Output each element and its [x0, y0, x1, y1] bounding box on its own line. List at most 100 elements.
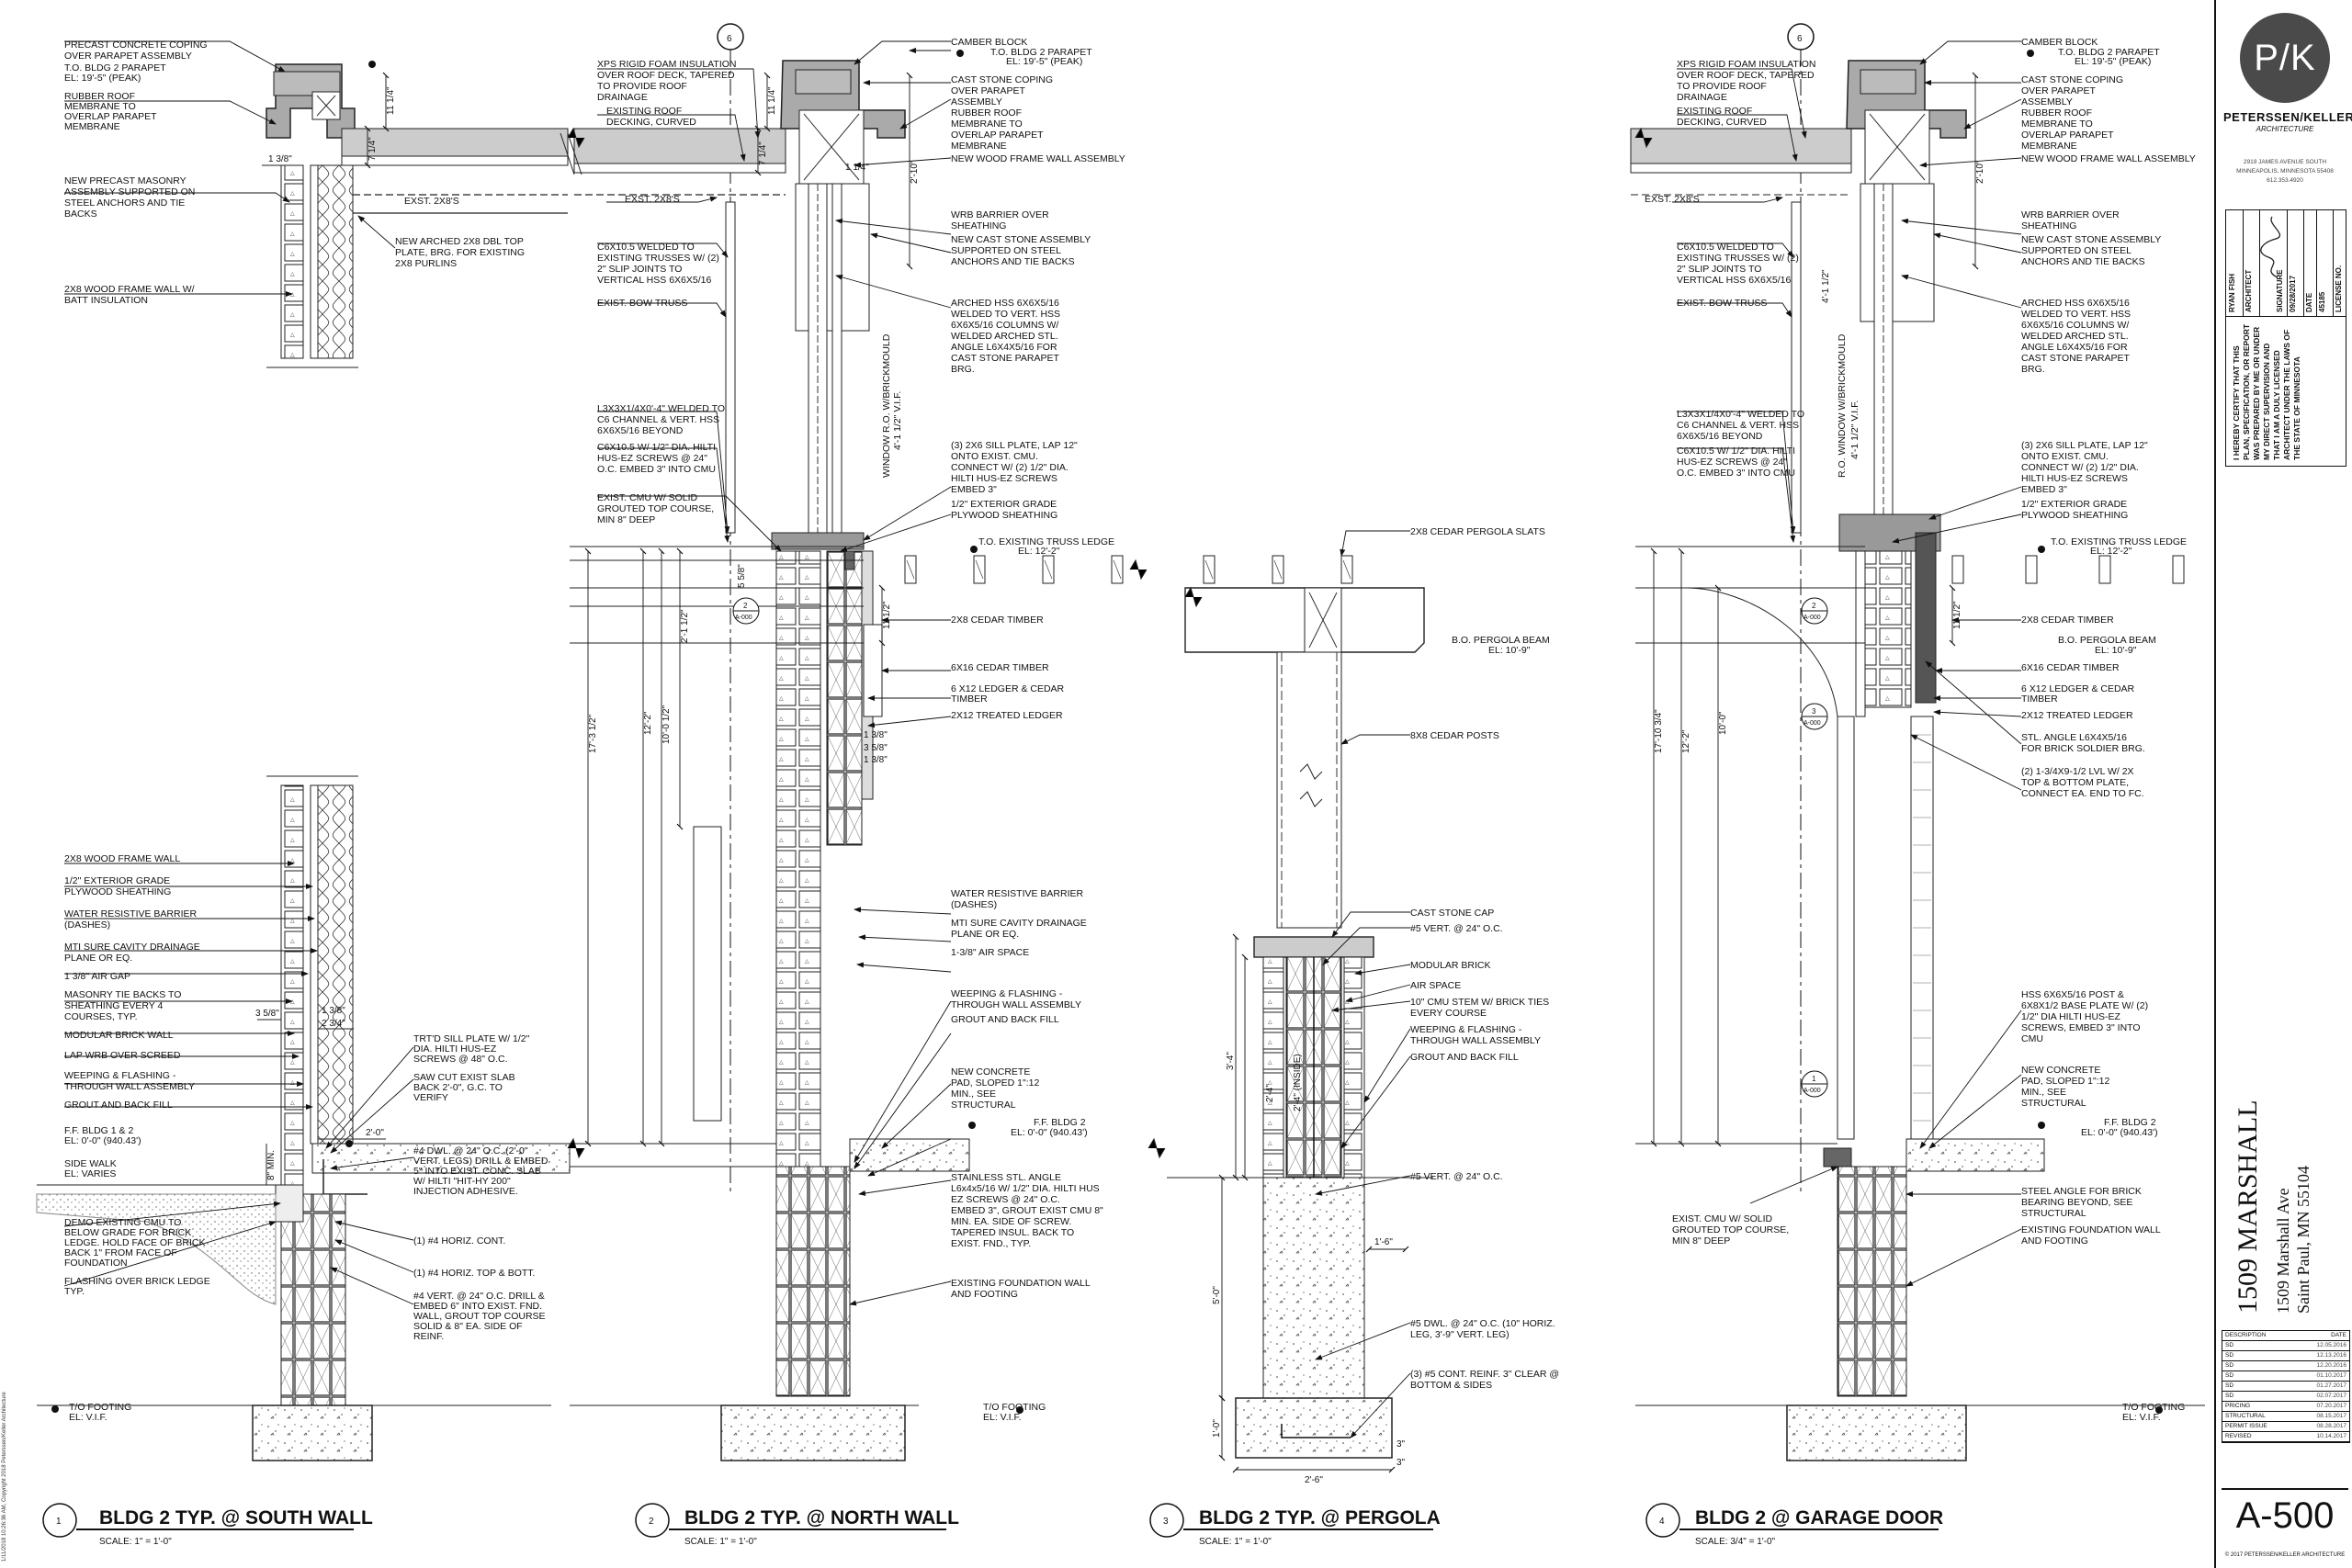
svg-text:WALL, GROUT TOP COURSE: WALL, GROUT TOP COURSE	[413, 1311, 546, 1322]
project-address-line: Saint Paul, MN 55104	[2294, 1165, 2312, 1314]
svg-text:ARCHED HSS 6X6X5/16: ARCHED HSS 6X6X5/16	[2021, 298, 2130, 309]
svg-text:INJECTION ADHESIVE.: INJECTION ADHESIVE.	[413, 1186, 518, 1197]
svg-text:2'-10": 2'-10"	[910, 160, 920, 184]
svg-text:EL: 19'-5" (PEAK): EL: 19'-5" (PEAK)	[64, 73, 141, 84]
svg-text:MEMBRANE: MEMBRANE	[2021, 141, 2077, 152]
svg-text:(2) 1-3/4X9-1/2 LVL W/ 2X: (2) 1-3/4X9-1/2 LVL W/ 2X	[2021, 766, 2134, 777]
svg-text:FOUNDATION: FOUNDATION	[64, 1258, 128, 1269]
firm-subtitle: ARCHITECTURE	[2256, 125, 2314, 133]
svg-text:EMBED 3": EMBED 3"	[951, 484, 997, 495]
svg-text:ANGLE L6X4X5/16 FOR: ANGLE L6X4X5/16 FOR	[951, 342, 1057, 353]
svg-text:WEEPING & FLASHING -: WEEPING & FLASHING -	[1410, 1024, 1522, 1035]
svg-text:FLASHING OVER BRICK LEDGE: FLASHING OVER BRICK LEDGE	[64, 1276, 210, 1287]
copyright: © 2017 PETERSSEN/KELLER ARCHITECTURE	[2224, 1552, 2346, 1558]
svg-text:TAPERED INSUL. BACK TO: TAPERED INSUL. BACK TO	[951, 1227, 1074, 1238]
detail-2-grid-bubble: 6	[727, 34, 732, 44]
svg-text:8X8 CEDAR POSTS: 8X8 CEDAR POSTS	[1410, 730, 1499, 741]
svg-text:SOLID & 8" EA. SIDE OF: SOLID & 8" EA. SIDE OF	[413, 1321, 523, 1332]
svg-text:2X8 PURLINS: 2X8 PURLINS	[395, 258, 457, 269]
svg-text:EL: 10'-9": EL: 10'-9"	[2095, 645, 2137, 656]
svg-text:THROUGH WALL ASSEMBLY: THROUGH WALL ASSEMBLY	[951, 999, 1081, 1010]
svg-text:T/O FOOTING: T/O FOOTING	[2122, 1402, 2185, 1413]
svg-text:L3X3X1/4X0'-4" WELDED TO: L3X3X1/4X0'-4" WELDED TO	[1677, 409, 1804, 420]
svg-text:(3) 2X6 SILL PLATE, LAP 12": (3) 2X6 SILL PLATE, LAP 12"	[951, 440, 1078, 451]
svg-text:2X8 WOOD FRAME WALL: 2X8 WOOD FRAME WALL	[64, 853, 180, 864]
svg-text:TO PROVIDE ROOF: TO PROVIDE ROOF	[597, 81, 687, 92]
svg-text:NEW PRECAST MASONRY: NEW PRECAST MASONRY	[64, 175, 187, 186]
firm-address-line: 2919 JAMES AVENUE SOUTH	[2243, 159, 2327, 165]
svg-text:EL: 12'-2": EL: 12'-2"	[2090, 546, 2132, 557]
svg-text:WEEPING & FLASHING -: WEEPING & FLASHING -	[64, 1070, 176, 1081]
svg-text:5" INTO EXIST. CONC. SLAB: 5" INTO EXIST. CONC. SLAB	[413, 1166, 541, 1177]
svg-text:1/2" DIA HILTI HUS-EZ: 1/2" DIA HILTI HUS-EZ	[2021, 1011, 2121, 1022]
svg-text:EXISTING ROOF: EXISTING ROOF	[606, 106, 682, 117]
svg-text:CAST STONE COPING: CAST STONE COPING	[951, 74, 1053, 85]
detail-4-garage-door: 6	[1630, 23, 2205, 1547]
svg-text:CAST STONE PARAPET: CAST STONE PARAPET	[951, 353, 1059, 364]
svg-text:1 3/8": 1 3/8"	[322, 1006, 345, 1016]
svg-text:EXISTING TRUSSES W/ (2): EXISTING TRUSSES W/ (2)	[597, 253, 719, 264]
svg-text:MIN 8" DEEP: MIN 8" DEEP	[597, 514, 655, 525]
svg-text:6X8X1/2 BASE PLATE W/ (2): 6X8X1/2 BASE PLATE W/ (2)	[2021, 1000, 2148, 1011]
svg-text:EL: V.I.F.: EL: V.I.F.	[983, 1412, 1022, 1423]
svg-text:BACK 2'-0", G.C. TO: BACK 2'-0", G.C. TO	[413, 1082, 503, 1093]
svg-text:OVER ROOF DECK, TAPERED: OVER ROOF DECK, TAPERED	[1677, 70, 1815, 81]
svg-text:CONNECT W/ (2) 1/2" DIA.: CONNECT W/ (2) 1/2" DIA.	[951, 462, 1069, 473]
svg-text:WRB BARRIER OVER: WRB BARRIER OVER	[951, 209, 1049, 220]
svg-text:6X6X5/16 COLUMNS W/: 6X6X5/16 COLUMNS W/	[2021, 320, 2129, 331]
detail-2-north-wall: 6	[560, 23, 1550, 1547]
detail-3-title: BLDG 2 TYP. @ PERGOLA	[1199, 1507, 1441, 1529]
svg-text:EL: V.I.F.: EL: V.I.F.	[69, 1412, 107, 1423]
firm-name: PETERSSEN/KELLER	[2223, 110, 2352, 124]
svg-text:OVER ROOF DECK, TAPERED: OVER ROOF DECK, TAPERED	[597, 70, 735, 81]
svg-text:RUBBER ROOF: RUBBER ROOF	[951, 107, 1022, 118]
svg-text:11 1/4": 11 1/4"	[767, 86, 777, 115]
svg-text:PAD, SLOPED 1":12: PAD, SLOPED 1":12	[2021, 1076, 2109, 1087]
detail-4-dims: 2'-10" 4'-1 1/2" 11 1/2" 17'-10 3/4" 12'…	[1654, 160, 1985, 753]
svg-text:T.O. EXISTING TRUSS LEDGE: T.O. EXISTING TRUSS LEDGE	[2051, 536, 2187, 547]
svg-text:DEMO EXISTING CMU TO: DEMO EXISTING CMU TO	[64, 1217, 181, 1228]
svg-text:COURSES, TYP.: COURSES, TYP.	[64, 1011, 138, 1022]
svg-text:GROUT AND BACK FILL: GROUT AND BACK FILL	[951, 1014, 1059, 1025]
svg-text:EXIST. BOW TRUSS: EXIST. BOW TRUSS	[597, 298, 687, 309]
detail-2-section-tag-bottom: A-000	[735, 615, 752, 621]
svg-text:2" SLIP JOINTS TO: 2" SLIP JOINTS TO	[1677, 264, 1761, 275]
firm-address: 2919 JAMES AVENUE SOUTH MINNEAPOLIS, MIN…	[2223, 158, 2346, 186]
svg-text:3: 3	[1812, 707, 1816, 716]
detail-4-title: BLDG 2 @ GARAGE DOOR	[1695, 1507, 1943, 1529]
svg-text:A-000: A-000	[1804, 1088, 1821, 1094]
svg-text:OVER PARAPET: OVER PARAPET	[951, 85, 1025, 96]
svg-text:LEG, 3'-9" VERT. LEG): LEG, 3'-9" VERT. LEG)	[1410, 1329, 1510, 1340]
svg-text:CAST STONE CAP: CAST STONE CAP	[1410, 908, 1494, 919]
svg-text:BEARING BEYOND, SEE: BEARING BEYOND, SEE	[2021, 1197, 2132, 1208]
svg-text:4'-1 1/2" V.I.F.: 4'-1 1/2" V.I.F.	[892, 391, 903, 450]
detail-1-dims: 11 1/4" 7 1/4" 1 3/8" 3 5/8" 1 3/8" 2 3/…	[255, 86, 396, 1180]
svg-text:EZ SCREWS @ 24" O.C.: EZ SCREWS @ 24" O.C.	[951, 1194, 1060, 1205]
svg-text:VERIFY: VERIFY	[413, 1092, 448, 1103]
svg-text:7 1/4": 7 1/4"	[368, 137, 378, 161]
project-info: 1509 MARSHALL 1509 Marshall Ave Saint Pa…	[2216, 1029, 2352, 1323]
svg-text:2'-6": 2'-6"	[1305, 1475, 1323, 1485]
svg-text:THROUGH WALL ASSEMBLY: THROUGH WALL ASSEMBLY	[64, 1081, 195, 1092]
detail-4-notes: XPS RIGID FOAM INSULATION OVER ROOF DECK…	[1645, 37, 2196, 1423]
svg-text:2X8 WOOD FRAME WALL W/: 2X8 WOOD FRAME WALL W/	[64, 284, 195, 295]
project-address: 1509 Marshall Ave Saint Paul, MN 55104	[2273, 1166, 2313, 1314]
svg-text:(3) 2X6 SILL PLATE, LAP 12": (3) 2X6 SILL PLATE, LAP 12"	[2021, 440, 2148, 451]
svg-text:1: 1	[1812, 1075, 1816, 1083]
svg-text:TIMBER: TIMBER	[2021, 694, 2058, 705]
svg-text:EL: V.I.F.: EL: V.I.F.	[2122, 1412, 2161, 1423]
svg-text:WATER RESISTIVE BARRIER: WATER RESISTIVE BARRIER	[64, 908, 198, 919]
detail-4-number: 4	[1659, 1517, 1665, 1527]
svg-text:L3X3X1/4X0'-4" WELDED TO: L3X3X1/4X0'-4" WELDED TO	[597, 403, 725, 414]
svg-text:MASONRY TIE BACKS TO: MASONRY TIE BACKS TO	[64, 989, 181, 1000]
svg-text:EL: 0'-0" (940.43'): EL: 0'-0" (940.43')	[64, 1135, 141, 1146]
svg-text:SHEATHING: SHEATHING	[2021, 220, 2076, 231]
svg-text:STRUCTURAL: STRUCTURAL	[2021, 1208, 2086, 1219]
svg-text:B.O. PERGOLA BEAM: B.O. PERGOLA BEAM	[2058, 635, 2156, 646]
svg-text:EL: 12'-2": EL: 12'-2"	[1018, 546, 1060, 557]
svg-text:DECKING, CURVED: DECKING, CURVED	[1677, 117, 1767, 128]
svg-text:ASSEMBLY: ASSEMBLY	[951, 96, 1002, 107]
